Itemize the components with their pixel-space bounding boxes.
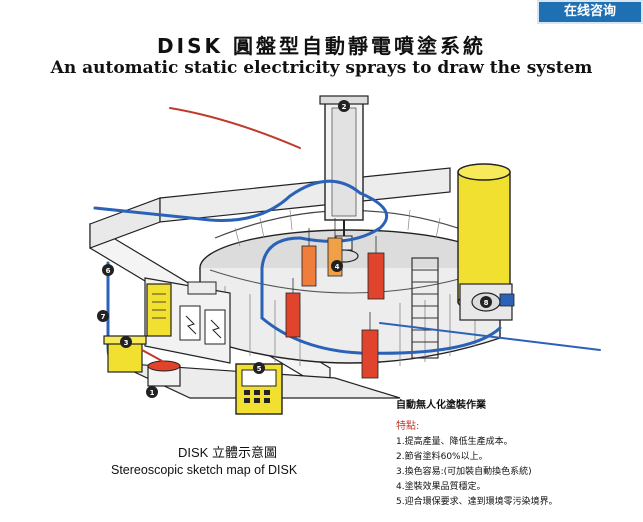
feature-item: 3.換色容易:(可加裝自動換色系統) <box>396 467 532 477</box>
marker-1: 1 <box>146 386 158 398</box>
disk-lifter-column <box>319 95 369 263</box>
feature-item: 5.迎合環保要求、達到環境零污染境界。 <box>396 497 558 507</box>
marker-4-label: 4 <box>335 263 340 271</box>
page-title-en: An automatic static electricity sprays t… <box>50 58 593 78</box>
feature-item: 1.提高產量、降低生產成本。 <box>396 437 513 447</box>
online-consult-button[interactable]: 在线咨询 <box>537 0 643 24</box>
control-wall <box>144 277 231 364</box>
features-title: 自動無人化塗裝作業 <box>396 400 486 411</box>
feature-item: 2.節省塗料60%以上。 <box>396 452 488 462</box>
marker-2: 2 <box>338 100 350 112</box>
part-markers: 2 4 6 7 3 1 5 8 <box>97 100 492 398</box>
marker-2-label: 2 <box>342 103 347 111</box>
diagram-caption-cn: DISK 立體示意圖 <box>178 445 277 460</box>
marker-3: 3 <box>120 336 132 348</box>
marker-8-label: 8 <box>484 299 489 307</box>
circular-booth <box>199 209 501 366</box>
marker-5: 5 <box>253 362 265 374</box>
marker-6-label: 6 <box>106 267 111 275</box>
marker-3-label: 3 <box>124 339 129 347</box>
marker-8: 8 <box>480 296 492 308</box>
marker-7: 7 <box>97 310 109 322</box>
marker-6: 6 <box>102 264 114 276</box>
marker-5-label: 5 <box>257 365 262 373</box>
page-title-cn: DISK 圓盤型自動靜電噴塗系統 <box>157 34 486 58</box>
marker-1-label: 1 <box>150 389 155 397</box>
marker-4: 4 <box>331 260 343 272</box>
feature-item: 4.塗裝效果品質穩定。 <box>396 482 486 492</box>
features-panel: 自動無人化塗裝作業 特點: 1.提高產量、降低生產成本。 2.節省塗料60%以上… <box>396 396 636 510</box>
diagram-caption-en: Stereoscopic sketch map of DISK <box>111 463 298 477</box>
paint-recovery-tower <box>457 163 515 321</box>
features-heading: 特點: <box>396 421 420 432</box>
marker-7-label: 7 <box>101 313 106 321</box>
disk-system-diagram: 2 4 6 7 3 1 5 8 <box>89 95 601 415</box>
hanging-workpieces <box>285 218 385 379</box>
